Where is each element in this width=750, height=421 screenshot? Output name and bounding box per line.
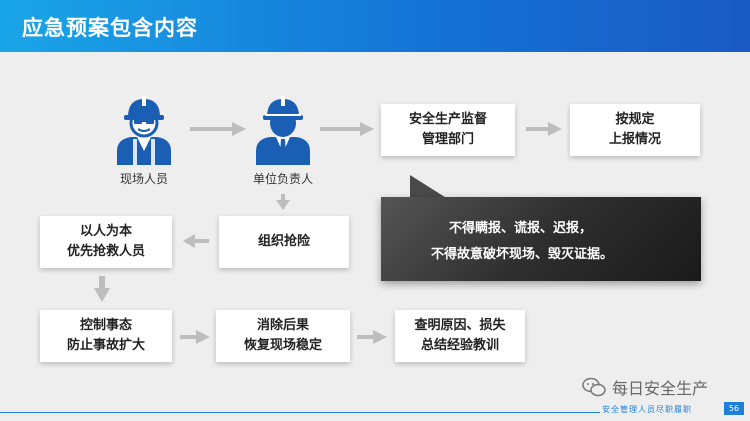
arrow-left-icon [183,234,209,248]
box-text: 控制事态 [79,318,132,333]
box-text: 总结经验教训 [420,338,499,353]
watermark: 每日安全生产 [582,375,708,399]
box-text: 安全生产监督 [408,112,487,127]
box-safety-dept: 安全生产监督 管理部门 [381,104,515,156]
supervisor-label: 单位负责人 [252,172,313,186]
footer-line [0,412,600,413]
watermark-text: 每日安全生产 [612,379,709,398]
header-bar: 应急预案包含内容 [0,0,750,52]
box-control: 控制事态 防止事故扩大 [40,310,172,362]
box-text: 按规定 [615,112,655,127]
warning-line-1: 不得瞒报、谎报、迟报， [449,221,593,236]
arrow-down-icon [276,194,290,210]
arrow-down-icon [94,276,110,302]
arrow-right-icon [190,122,246,136]
arrow-right-icon [320,122,374,136]
arrow-right-icon [180,330,210,344]
box-text: 恢复现场稳定 [243,338,322,353]
box-text: 以人为本 [79,224,132,239]
arrow-right-icon [526,122,562,136]
box-text: 管理部门 [421,132,474,147]
warning-line-2: 不得故意破坏现场、毁灭证据。 [431,247,614,262]
box-report: 按规定 上报情况 [570,104,700,156]
box-text: 组织抢险 [257,234,310,249]
page-number: 56 [724,402,744,415]
box-text: 防止事故扩大 [66,338,145,353]
wechat-icon [582,377,606,397]
warning-callout: 不得瞒报、谎报、迟报， 不得故意破坏现场、毁灭证据。 [381,197,701,281]
page-title: 应急预案包含内容 [22,16,198,40]
arrow-right-icon [357,330,387,344]
footer-text: 安全管理人员尽职履职 [602,405,692,414]
worker-label: 现场人员 [119,172,168,186]
box-aftermath: 消除后果 恢复现场稳定 [216,310,350,362]
box-people-first: 以人为本 优先抢救人员 [40,216,172,268]
box-investigate: 查明原因、损失 总结经验教训 [395,310,525,362]
box-text: 查明原因、损失 [414,318,506,333]
box-rescue-org: 组织抢险 [219,216,349,268]
worker-icon [117,96,171,165]
box-text: 上报情况 [608,132,661,147]
supervisor-icon [256,96,310,165]
box-text: 消除后果 [256,318,309,333]
box-text: 优先抢救人员 [66,244,145,259]
callout-tail [410,175,448,199]
